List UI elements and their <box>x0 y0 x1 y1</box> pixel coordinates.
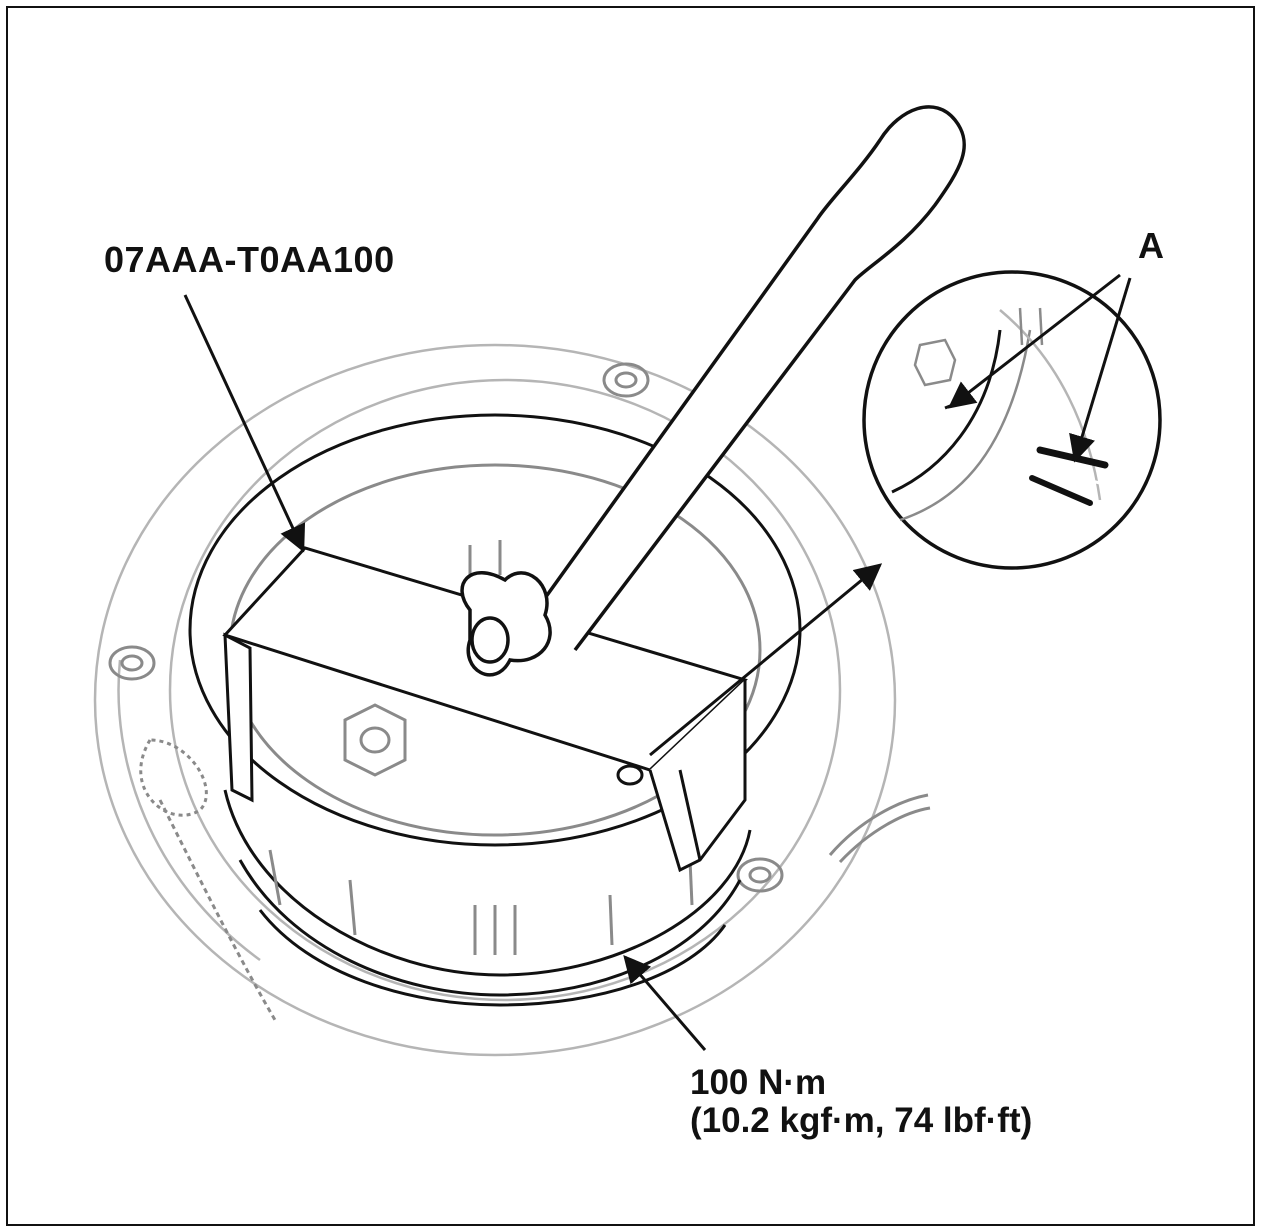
leader-arrows <box>183 273 1132 1051</box>
lock-ring-ribs <box>268 849 694 955</box>
figure-frame <box>6 6 1255 1226</box>
fuel-hose <box>139 738 931 1021</box>
detail-inset <box>862 270 1162 570</box>
torque-secondary: (10.2 kgf·m, 74 lbf·ft) <box>690 1101 1033 1140</box>
torque-primary: 100 N·m <box>690 1063 827 1102</box>
torque-spec-label: 100 N·m (10.2 kgf·m, 74 lbf·ft) <box>690 1064 1032 1140</box>
tank-outline <box>93 343 897 1057</box>
detail-marker-label: A <box>1138 225 1164 266</box>
wrench <box>460 105 966 677</box>
tool-number-label: 07AAA-T0AA100 <box>104 239 395 280</box>
mounting-studs <box>108 362 784 893</box>
